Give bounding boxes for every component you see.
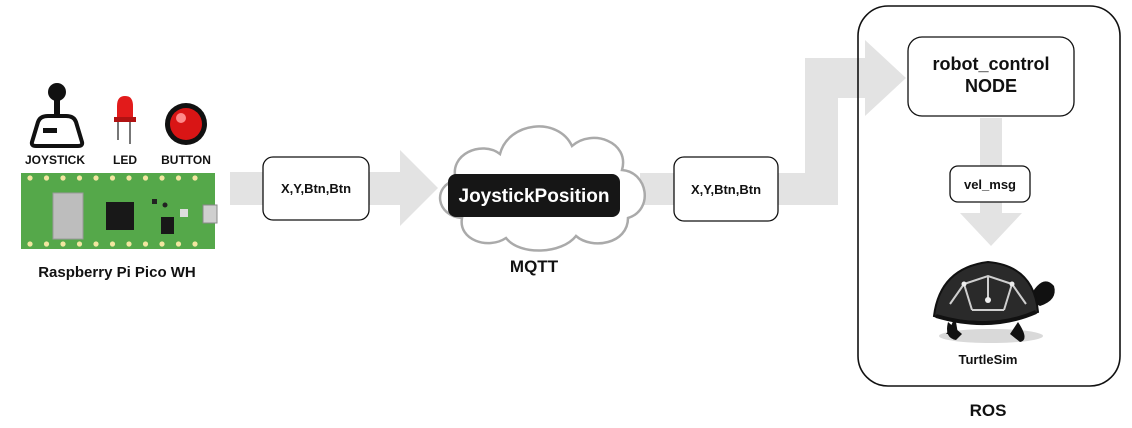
pico-board-icon [21, 173, 218, 249]
pico-board-label: Raspberry Pi Pico WH [38, 264, 196, 281]
pico-pin [159, 241, 165, 247]
pico-pin [142, 241, 149, 247]
pico-pin [60, 241, 66, 247]
mqtt-label: MQTT [510, 257, 559, 276]
button-label: BUTTON [161, 153, 211, 167]
message-box-left-label: X,Y,Btn,Btn [281, 181, 351, 196]
pico-pin [76, 241, 83, 247]
pico-header-pins [27, 175, 198, 247]
joystick-icon [29, 83, 85, 148]
led-label: LED [113, 153, 137, 167]
joystick-label: JOYSTICK [25, 153, 85, 167]
pico-pin [192, 175, 198, 181]
pico-pin [43, 175, 50, 181]
led-icon [114, 96, 136, 144]
message-box-left [262, 156, 370, 221]
pico-pin [175, 175, 182, 181]
robot-control-node-title: robot_control [933, 54, 1050, 74]
robot-control-node-box [907, 36, 1075, 117]
robot-control-node-subtitle: NODE [965, 76, 1017, 96]
pico-pin [27, 175, 33, 181]
pico-pin [126, 241, 132, 247]
pico-pin [109, 241, 116, 247]
joystick-position-topic-box [448, 174, 620, 217]
pico-pin [159, 175, 165, 181]
vel-msg-box [949, 165, 1031, 203]
turtlesim-label: TurtleSim [959, 352, 1018, 367]
pico-pin [43, 241, 50, 247]
pico-pin [192, 241, 198, 247]
pico-pin [175, 241, 182, 247]
pico-pin [126, 175, 132, 181]
joystick-position-topic-label: JoystickPosition [459, 186, 610, 207]
turtle-icon [932, 260, 1055, 343]
vel-msg-label: vel_msg [964, 177, 1016, 192]
message-box-right-label: X,Y,Btn,Btn [691, 182, 761, 197]
message-box-right [673, 156, 779, 222]
pico-pin [142, 175, 149, 181]
pico-pin [93, 241, 99, 247]
ros-container [857, 5, 1121, 387]
pico-pin [109, 175, 116, 181]
ros-label: ROS [970, 401, 1007, 420]
pico-pin [27, 241, 33, 247]
pico-pin [60, 175, 66, 181]
arrow-cloud-to-ros [640, 40, 906, 205]
button-icon [165, 103, 207, 145]
pico-pin [76, 175, 83, 181]
pico-pin [93, 175, 99, 181]
